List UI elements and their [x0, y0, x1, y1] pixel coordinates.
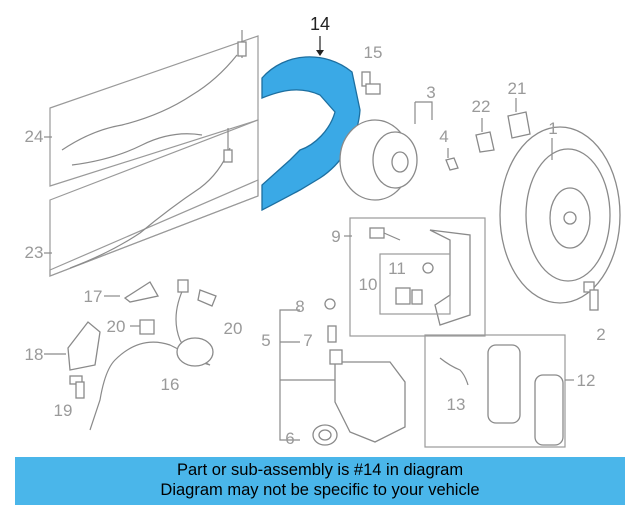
callout-4: 4: [439, 127, 448, 146]
caliper-part: [329, 349, 406, 443]
callout-9: 9: [331, 227, 340, 246]
bolt-part-22: [475, 118, 495, 153]
callout-8: 8: [295, 297, 304, 316]
clip-part-20a: [139, 319, 155, 335]
bracket-part-18: [67, 321, 101, 371]
bolt-part-15: [361, 71, 381, 95]
wheel-sensor-panel-23: [49, 119, 259, 277]
info-banner: Part or sub-assembly is #14 in diagram D…: [15, 457, 625, 505]
callout-15: 15: [364, 43, 383, 62]
banner-line-2: Diagram may not be specific to your vehi…: [160, 481, 480, 499]
splash-shield-part-14[interactable]: [261, 56, 361, 212]
brake-hose-part-16: [89, 279, 214, 431]
callout-7: 7: [303, 331, 312, 350]
piston-part-6: [312, 424, 338, 446]
callout-arrow-14: [316, 50, 324, 56]
parts-diagram: 14 1 2 3 4 5 6 7 8 9 10 11 12 13 15 16 1…: [25, 14, 621, 448]
callout-16: 16: [161, 375, 180, 394]
callout-17: 17: [84, 287, 103, 306]
callout-21: 21: [508, 79, 527, 98]
cap-part-8: [324, 298, 336, 310]
callout-6: 6: [285, 429, 294, 448]
callout-24: 24: [25, 127, 44, 146]
banner-line-1: Part or sub-assembly is #14 in diagram: [176, 461, 464, 479]
bolt-part-4: [445, 148, 459, 171]
bolt-part-19: [69, 375, 85, 399]
wheel-hub-part-3: [339, 101, 433, 201]
bleeder-part-7: [327, 325, 337, 343]
caliper-assembly-bracket-5: [279, 309, 335, 441]
clip-part-20b: [197, 289, 217, 307]
callout-3: 3: [426, 83, 435, 102]
callout-13: 13: [447, 395, 466, 414]
guide-pin-box-10: [379, 253, 451, 315]
callout-19: 19: [54, 401, 73, 420]
callout-20a: 20: [107, 317, 126, 336]
callout-11: 11: [388, 259, 406, 278]
callout-14: 14: [310, 14, 330, 34]
callout-1: 1: [548, 119, 557, 138]
brake-rotor-part-1: [499, 126, 621, 304]
callout-10: 10: [359, 275, 378, 294]
callout-5: 5: [261, 331, 270, 350]
callout-18: 18: [25, 345, 44, 364]
callout-20b: 20: [224, 319, 243, 338]
callout-23: 23: [25, 243, 44, 262]
bolt-part-2: [583, 281, 599, 311]
callout-22: 22: [472, 97, 491, 116]
callout-2: 2: [596, 325, 605, 344]
sensor-part-21: [507, 98, 531, 139]
callout-12: 12: [577, 371, 596, 390]
clip-part-17: [123, 281, 160, 303]
brake-pad-box-12: [424, 334, 566, 448]
